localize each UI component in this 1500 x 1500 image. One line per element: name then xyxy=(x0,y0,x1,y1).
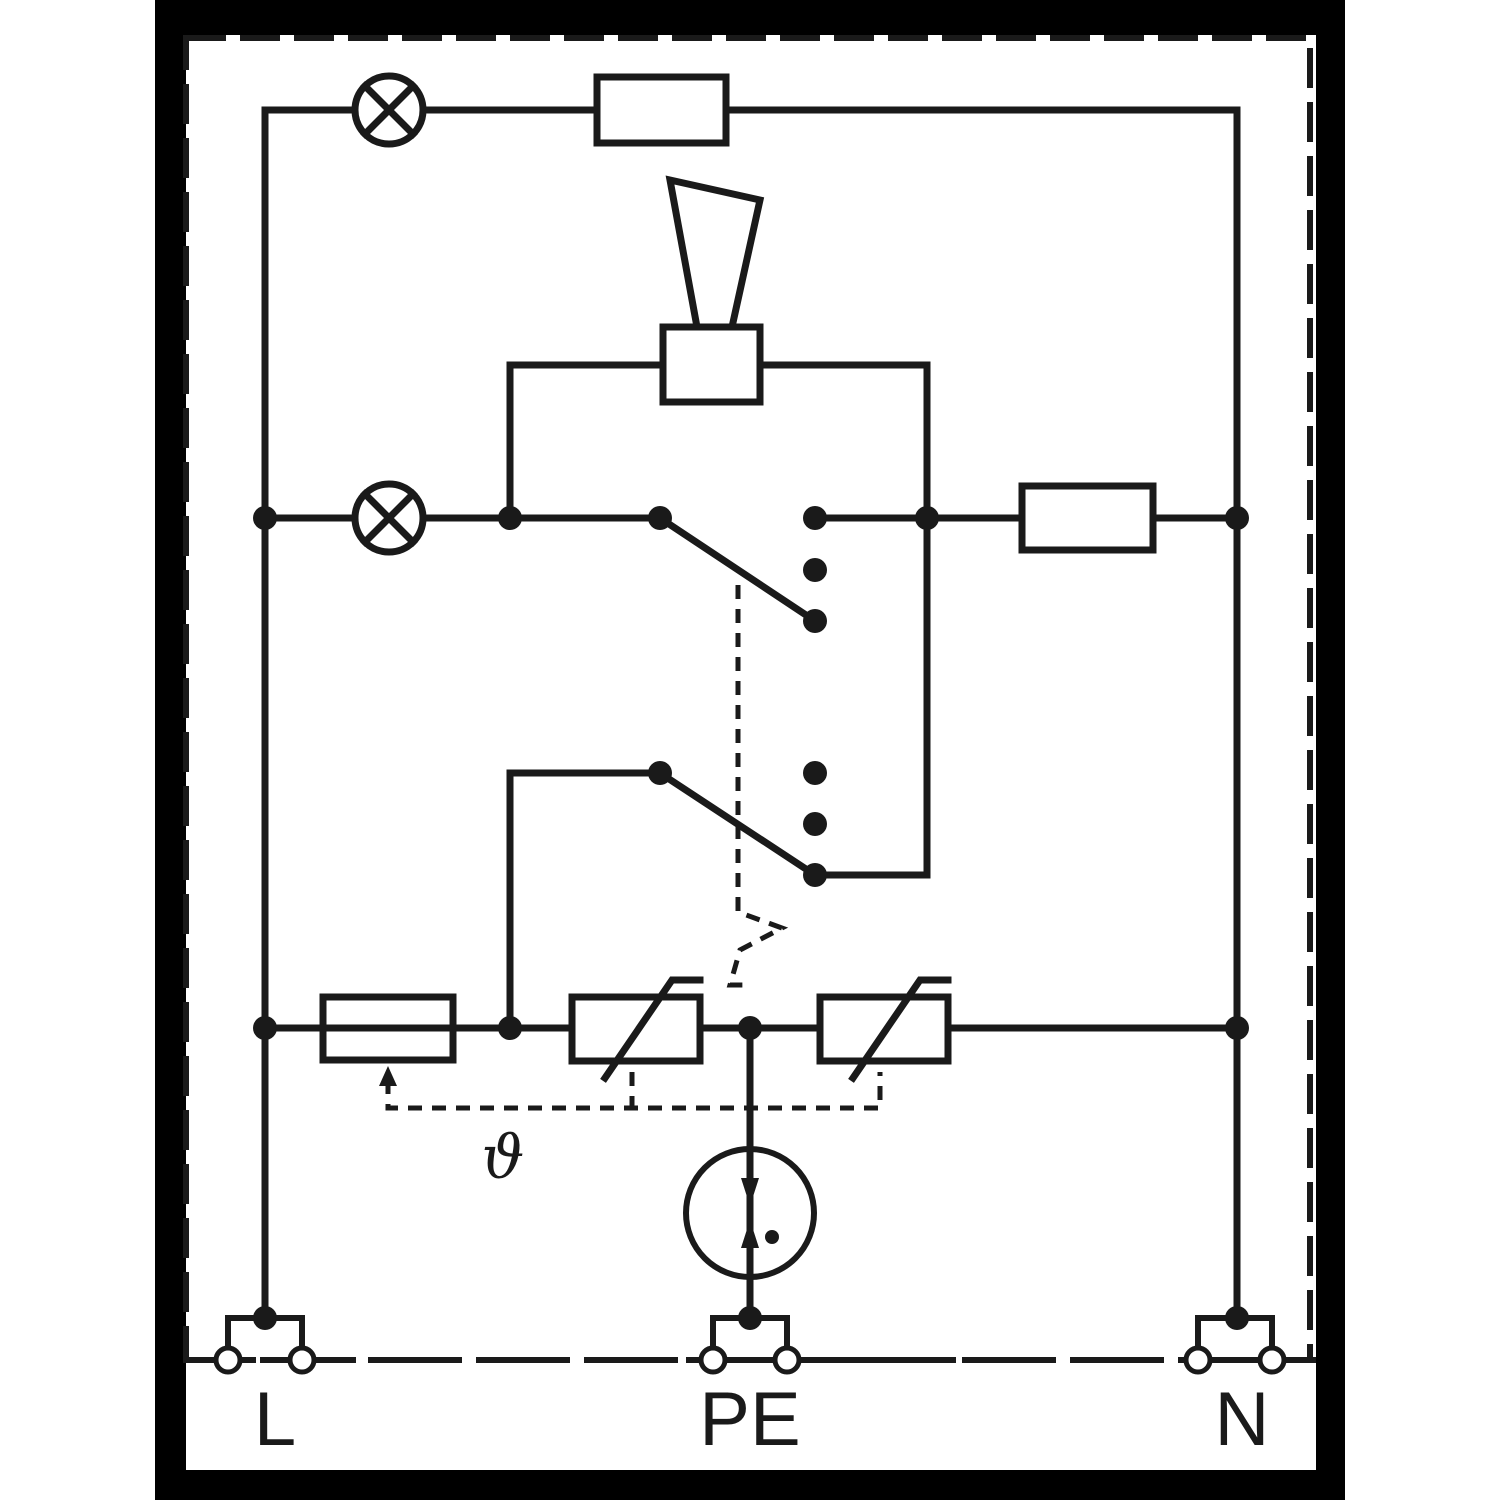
mechanical-linkage xyxy=(726,585,789,988)
junction-dots xyxy=(253,506,1249,1330)
upper-switch-contact xyxy=(803,558,827,582)
terminal-label-n: N xyxy=(1215,1377,1270,1462)
lower-switch-contact-b xyxy=(803,812,827,836)
terminal-pe-icon xyxy=(698,1315,802,1375)
gas-discharge-tube-icon xyxy=(683,1024,817,1322)
terminal-label-pe: PE xyxy=(699,1377,800,1462)
lamp-top-icon xyxy=(351,72,427,148)
varistor-left xyxy=(568,976,704,1083)
horn-wire-left xyxy=(506,361,667,522)
terminal-l-icon xyxy=(213,1315,317,1375)
terminal-label-l: L xyxy=(254,1377,296,1462)
resistor-top xyxy=(593,73,730,147)
lower-switch-blade xyxy=(655,768,820,880)
resistor-middle xyxy=(1018,482,1157,554)
terminal-n-icon xyxy=(1183,1315,1287,1375)
horn-coil xyxy=(659,323,764,406)
lower-switch-wire xyxy=(506,769,664,1032)
horn-wire-right xyxy=(756,361,931,879)
lower-switch-contact-a xyxy=(803,761,827,785)
thermal-fuse xyxy=(319,993,457,1064)
thermal-symbol: ϑ xyxy=(482,1123,525,1193)
lamp-middle-icon xyxy=(351,480,427,556)
thermal-arrow-icon xyxy=(379,1066,397,1086)
varistor-right xyxy=(816,976,952,1083)
upper-switch-blade xyxy=(655,513,820,626)
